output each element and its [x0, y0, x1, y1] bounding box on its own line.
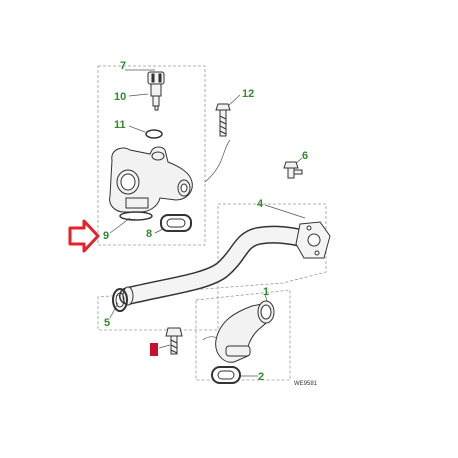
leader-3: [158, 344, 171, 349]
leader-12: [227, 94, 241, 107]
callout-7: 7: [120, 60, 127, 72]
red-marker-icon: [150, 343, 158, 356]
callout-9: 9: [103, 230, 110, 242]
bolt-3: [165, 327, 183, 355]
red-outline-arrow-icon: [68, 219, 100, 253]
bolt-6: [283, 161, 303, 179]
leader-9: [109, 217, 131, 234]
o-ring-9: [119, 211, 153, 221]
seal-8: [160, 214, 192, 232]
callout-4: 4: [257, 198, 264, 210]
callout-12: 12: [242, 88, 255, 100]
o-ring-5: [112, 288, 128, 312]
callout-11: 11: [114, 119, 126, 131]
callout-6: 6: [302, 150, 309, 162]
outlet-housing: [109, 146, 193, 213]
leader-10: [128, 93, 149, 97]
elbow-outlet: [215, 300, 275, 363]
o-ring-small: [145, 129, 163, 139]
sensor-part: [147, 71, 165, 111]
callout-1: 1: [263, 286, 270, 298]
callout-8: 8: [146, 228, 153, 240]
leader-4: [264, 204, 306, 219]
callout-5: 5: [104, 317, 111, 329]
figure-reference-code: WE9581: [294, 381, 318, 387]
harness-wire: [204, 139, 231, 183]
leader-5: [109, 302, 119, 319]
callout-2: 2: [258, 371, 265, 383]
leader-11: [128, 125, 146, 133]
group-frame-top: [97, 65, 206, 246]
bolt-top: [215, 103, 231, 137]
group-frame-bottom: [195, 289, 291, 381]
coolant-pipe: [119, 221, 331, 306]
callout-10: 10: [114, 91, 127, 103]
seal-2: [211, 366, 241, 384]
